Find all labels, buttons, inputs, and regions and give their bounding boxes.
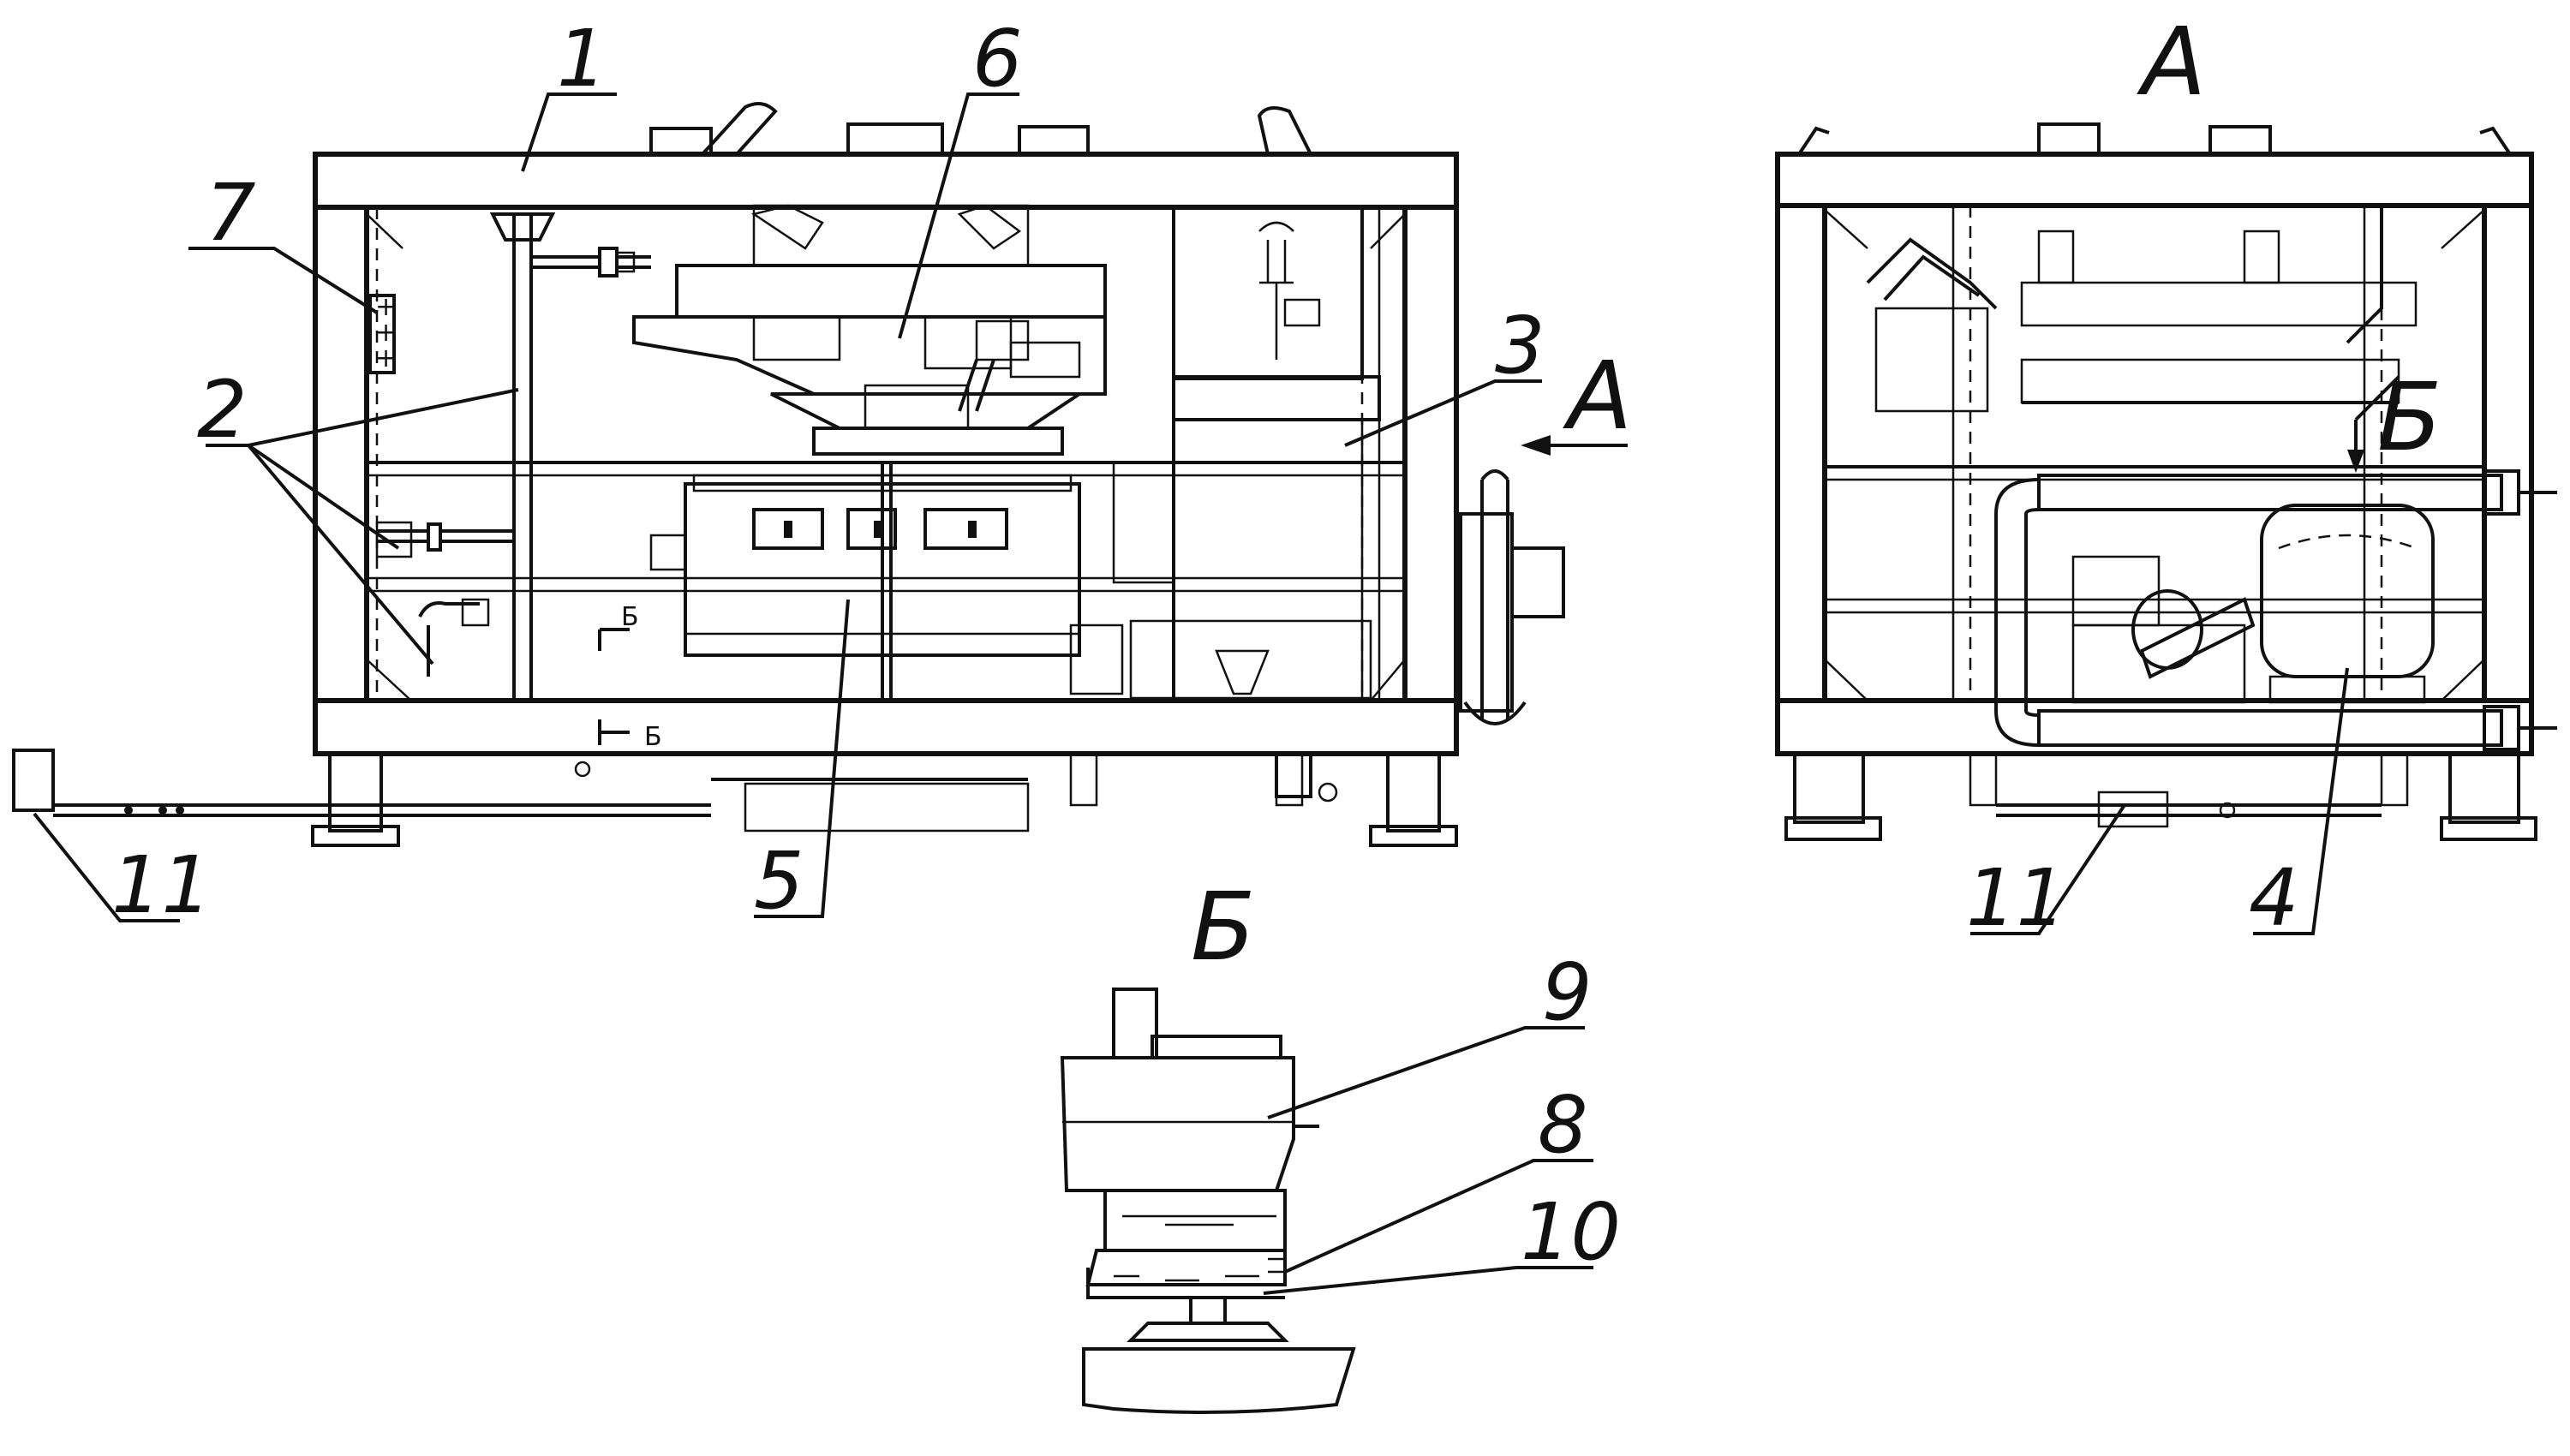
end-view-a (1775, 122, 2557, 841)
terminal-mark: + (375, 318, 397, 348)
callout-labels: 1 6 7 2 3 А 5 11 11 4 А Б Б 9 8 10 (111, 7, 2442, 1278)
view-b-arrow-label: Б (2377, 362, 2442, 472)
callout-2: 2 (197, 364, 248, 456)
detail-b (1060, 988, 1356, 1414)
terminal-mark: + (375, 292, 397, 322)
side-view: + + + Б Б (12, 102, 1565, 847)
callout-9: 9 (1542, 946, 1593, 1038)
callout-6: 6 (972, 13, 1023, 104)
callout-7: 7 (206, 167, 256, 259)
section-mark-bottom: Б (644, 722, 662, 752)
callout-1: 1 (557, 13, 607, 104)
view-a-arrow-label: А (1563, 341, 1632, 451)
view-b-title: Б (1191, 872, 1255, 982)
callout-10: 10 (1521, 1186, 1621, 1278)
callout-4: 4 (2249, 852, 2299, 944)
callout-11-left: 11 (111, 839, 212, 931)
callout-11-right: 11 (1966, 852, 2066, 944)
callout-8: 8 (1538, 1079, 1588, 1171)
terminal-mark: + (375, 343, 397, 373)
callout-3: 3 (1495, 300, 1545, 391)
leader-lines (33, 92, 2364, 1295)
view-a-title: А (2137, 7, 2206, 116)
callout-5: 5 (754, 835, 804, 927)
section-mark-top: Б (621, 602, 639, 632)
